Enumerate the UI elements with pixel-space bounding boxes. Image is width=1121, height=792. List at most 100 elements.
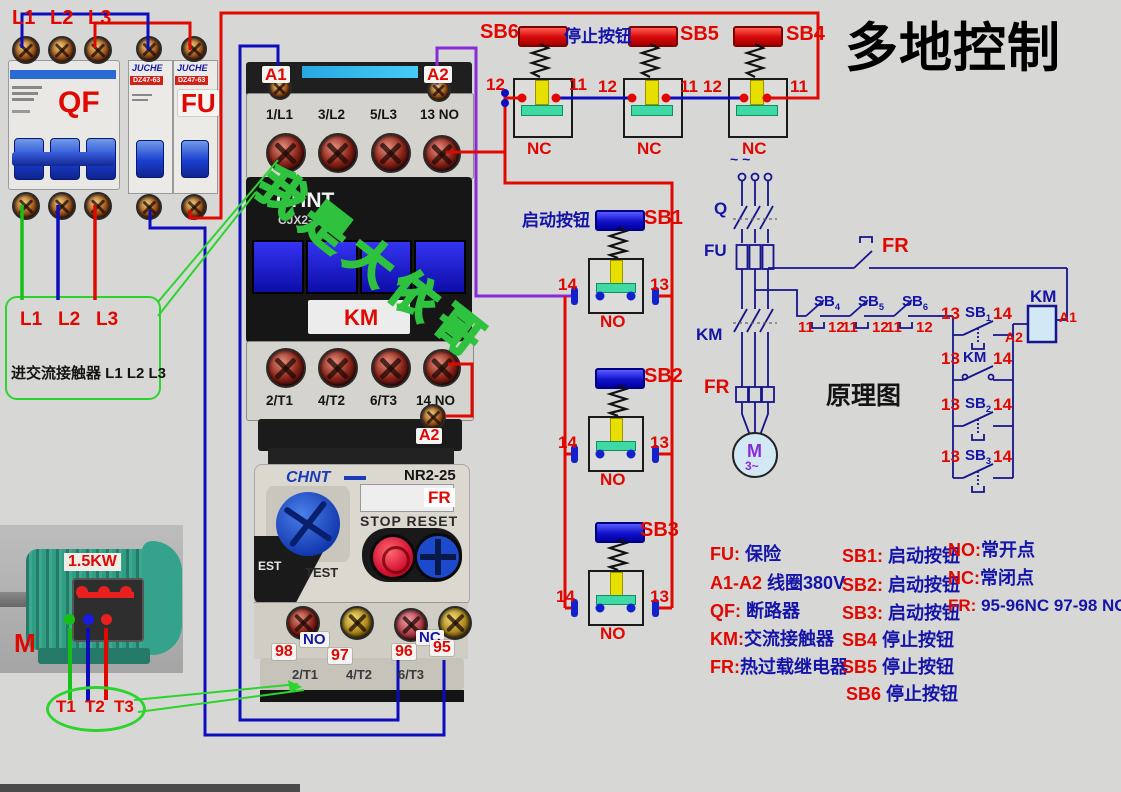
- relay-reset-button[interactable]: [414, 533, 462, 581]
- relay-test: TEST: [305, 565, 339, 580]
- sb6-cap[interactable]: [518, 26, 568, 47]
- fu-brand: JUCHE: [132, 63, 163, 73]
- qf-label: QF: [58, 86, 100, 119]
- relay-95: 95: [430, 640, 454, 656]
- terminal-screw: [12, 192, 40, 220]
- relay-fr-label: FR: [424, 488, 455, 507]
- legend-row: SB5 停止按钮: [842, 657, 955, 677]
- sb6-12: 12: [486, 75, 505, 94]
- sb3-cap[interactable]: [595, 522, 645, 543]
- sb4-11: 11: [790, 77, 808, 96]
- contactor-a2-bottom-label: A2: [416, 428, 443, 444]
- fu-toggle[interactable]: [181, 140, 209, 178]
- relay-terminal-label: 6/T3: [398, 667, 425, 682]
- sb6-nc: NC: [527, 139, 552, 158]
- sb1-13: 13: [650, 275, 669, 294]
- contactor-terminal-label: 2/T1: [266, 393, 294, 408]
- legend-row: SB2: 启动按钮: [842, 575, 961, 595]
- schematic-fr-contact-label: FR: [882, 235, 909, 257]
- stop-caption: 停止按钮: [564, 27, 632, 46]
- legend-row: SB3: 启动按钮: [842, 603, 961, 623]
- sb3-13: 13: [650, 587, 669, 606]
- sb3-no: NO: [600, 624, 626, 643]
- legend-row: SB6 停止按钮: [846, 684, 959, 704]
- sb5-11: 11: [680, 77, 698, 96]
- terminal-screw: [84, 36, 112, 64]
- relay-test-left: EST: [258, 559, 282, 573]
- branch-sb2-13: 13: [941, 395, 960, 414]
- sb4-label: SB4: [786, 23, 825, 45]
- sb5-12: 12: [598, 77, 617, 96]
- contactor-a2-label: A2: [424, 66, 452, 83]
- motor-t1: T1: [56, 697, 76, 716]
- terminal-screw: [340, 606, 374, 640]
- terminal-screw: [136, 36, 162, 62]
- schematic-title: 原理图: [826, 382, 902, 410]
- legend-row: NO:常开点: [948, 540, 1035, 560]
- contactor-km-label: KM: [344, 305, 379, 330]
- fu-toggle[interactable]: [136, 140, 164, 178]
- relay-dial[interactable]: [276, 492, 340, 556]
- box-l3: L3: [96, 309, 119, 330]
- sb1-14: 14: [558, 275, 577, 294]
- branch-sb2-14: 14: [993, 395, 1012, 414]
- sb6-11: 11: [569, 75, 587, 94]
- branch-km: KM: [963, 349, 987, 366]
- sb1-cap[interactable]: [595, 210, 645, 231]
- schematic-motor-label: M: [747, 441, 762, 461]
- branch-km-14: 14: [993, 349, 1012, 368]
- terminal-screw: [48, 192, 76, 220]
- legend-row: QF: 断路器: [710, 601, 801, 621]
- sb1-label: SB1: [644, 207, 683, 229]
- contactor-terminal-label: 3/L2: [318, 107, 346, 122]
- sb4-12: 12: [703, 77, 722, 96]
- contactor-terminal-label: 6/T3: [370, 393, 398, 408]
- terminal-screw: [266, 348, 306, 388]
- sb4-cap[interactable]: [733, 26, 783, 47]
- terminal-screw: [371, 133, 411, 173]
- sb5-cap[interactable]: [628, 26, 678, 47]
- schematic-sb6-12: 12: [916, 319, 933, 336]
- relay-terminal-label: 4/T2: [346, 667, 373, 682]
- schematic-sb6-11: 11: [886, 319, 902, 336]
- sb2-cap[interactable]: [595, 368, 645, 389]
- relay-no-label: NO: [300, 632, 329, 647]
- schematic-coil-a2: A2: [1005, 329, 1023, 345]
- phase-l2-label: L2: [50, 7, 74, 29]
- relay-stop-button[interactable]: [370, 534, 416, 580]
- contactor-terminal-label: 5/L3: [370, 107, 398, 122]
- branch-sb1-13: 13: [941, 304, 960, 323]
- sb2-13: 13: [650, 433, 669, 452]
- schematic-motor-sub: 3~: [745, 459, 759, 473]
- relay-96: 96: [392, 644, 416, 660]
- page-title: 多地控制: [845, 19, 1061, 78]
- contactor-terminal-label: 4/T2: [318, 393, 346, 408]
- motor-t2: T2: [85, 697, 105, 716]
- motor-m-label: M: [14, 628, 36, 658]
- start-caption: 启动按钮: [522, 211, 590, 230]
- terminal-screw: [84, 192, 112, 220]
- branch-sb3-14: 14: [993, 447, 1012, 466]
- sb5-nc: NC: [637, 139, 662, 158]
- legend-row: FU: 保险: [710, 544, 782, 564]
- terminal-screw: [423, 135, 461, 173]
- motor-t3: T3: [114, 697, 134, 716]
- terminal-screw: [181, 36, 207, 62]
- branch-sb3-13: 13: [941, 447, 960, 466]
- sb2-no: NO: [600, 470, 626, 489]
- legend-row: SB4 停止按钮: [842, 630, 955, 650]
- phase-l1-label: L1: [12, 7, 36, 29]
- terminal-screw: [181, 194, 207, 220]
- fu-model: DZ47-63: [130, 76, 164, 85]
- legend-row: NC:常闭点: [948, 568, 1034, 588]
- legend-row: FR: 95-96NC 97-98 NO: [948, 596, 1121, 615]
- terminal-screw: [318, 133, 358, 173]
- fu-model: DZ47-63: [175, 76, 209, 85]
- schematic-sb5: SB5: [858, 293, 885, 312]
- schematic-km-label: KM: [696, 325, 723, 344]
- schematic-fr-label: FR: [704, 377, 730, 398]
- sb2-label: SB2: [644, 365, 683, 387]
- legend-row: A1-A2 线圈380V: [710, 573, 846, 593]
- supply-tilde: ~ ~: [730, 151, 751, 167]
